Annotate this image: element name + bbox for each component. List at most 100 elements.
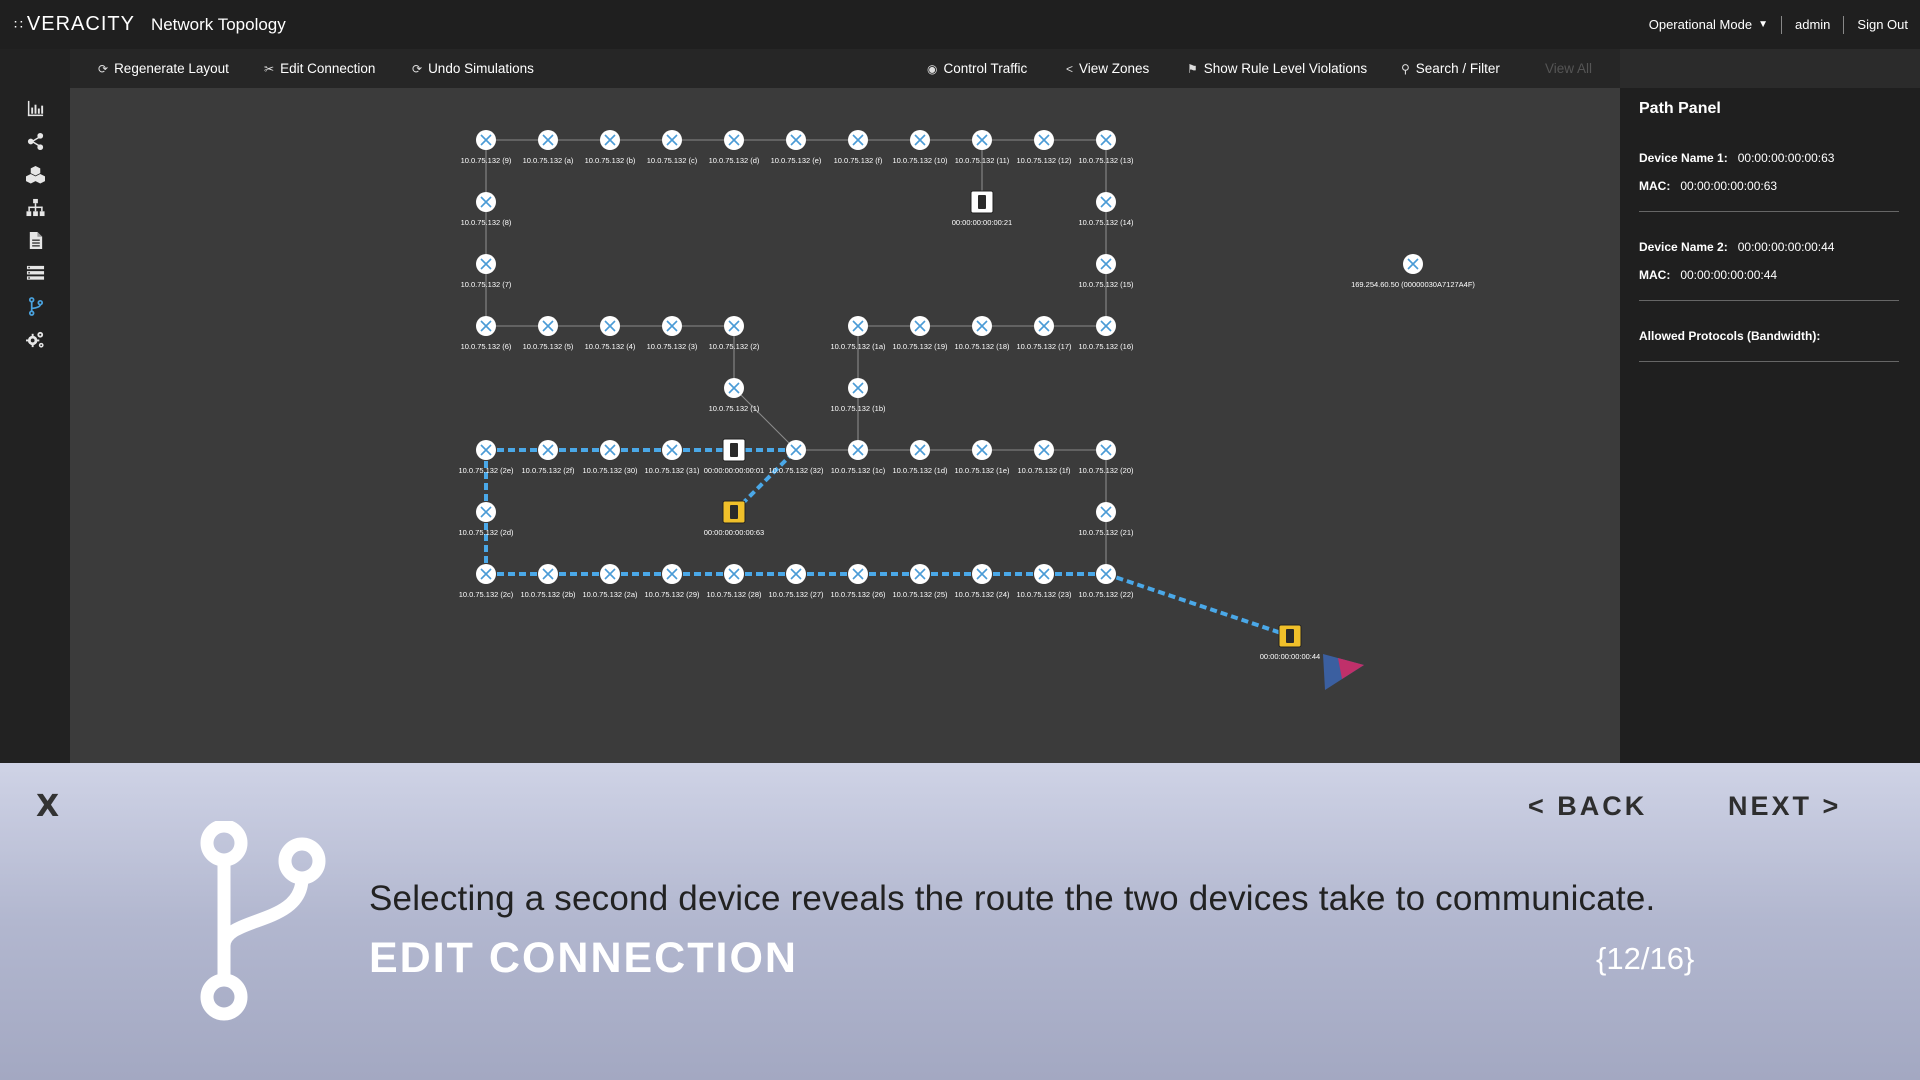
node-label: 10.0.75.132 (4) — [585, 342, 636, 351]
switch-node[interactable]: 10.0.75.132 (3) — [647, 316, 698, 351]
edit-connection-button[interactable]: ✂ Edit Connection — [264, 49, 375, 88]
switch-node[interactable]: 10.0.75.132 (13) — [1078, 130, 1134, 165]
switch-node[interactable]: 10.0.75.132 (19) — [892, 316, 948, 351]
search-filter-label: Search / Filter — [1415, 61, 1500, 76]
switch-node[interactable]: 10.0.75.132 (21) — [1078, 502, 1134, 537]
switch-node[interactable]: 10.0.75.132 (2d) — [458, 502, 514, 537]
switch-node[interactable]: 10.0.75.132 (20) — [1078, 440, 1134, 475]
switch-node[interactable]: 10.0.75.132 (7) — [461, 254, 512, 289]
node-label: 10.0.75.132 (2d) — [458, 528, 514, 537]
share-icon — [27, 132, 43, 151]
links-layer — [485, 139, 1107, 574]
switch-node[interactable]: 10.0.75.132 (16) — [1078, 316, 1134, 351]
switch-node[interactable]: 10.0.75.132 (4) — [585, 316, 636, 351]
host-node[interactable]: 00:00:00:00:00:44 — [1260, 624, 1320, 661]
topology-canvas[interactable]: 10.0.75.132 (9) 10.0.75.132 (a) 10.0.75.13… — [70, 88, 1620, 763]
switch-node[interactable]: 10.0.75.132 (2f) — [522, 440, 575, 475]
switch-node[interactable]: 10.0.75.132 (2e) — [458, 440, 514, 475]
switch-node[interactable]: 10.0.75.132 (30) — [582, 440, 638, 475]
switch-node[interactable]: 10.0.75.132 (5) — [523, 316, 574, 351]
switch-node[interactable]: 10.0.75.132 (24) — [954, 564, 1010, 599]
switch-cross-icon — [852, 568, 864, 580]
sidebar-item-analytics[interactable] — [0, 92, 70, 125]
tutorial-back-button[interactable]: < BACK — [1528, 791, 1648, 821]
switch-node[interactable]: 10.0.75.132 (1b) — [830, 378, 886, 413]
host-node[interactable]: 00:00:00:00:00:01 — [704, 438, 764, 475]
switch-node[interactable]: 10.0.75.132 (a) — [523, 130, 574, 165]
switch-node[interactable]: 10.0.75.132 (1e) — [954, 440, 1010, 475]
control-traffic-button[interactable]: ◉ Control Traffic — [927, 49, 1027, 88]
view-all-button[interactable]: View All — [1545, 49, 1592, 88]
switch-node[interactable]: 10.0.75.132 (11) — [955, 130, 1010, 165]
node-label: 10.0.75.132 (5) — [523, 342, 574, 351]
switch-node[interactable]: 10.0.75.132 (26) — [830, 564, 886, 599]
switch-node[interactable]: 10.0.75.132 (23) — [1016, 564, 1072, 599]
switch-node[interactable]: 10.0.75.132 (b) — [585, 130, 636, 165]
host-node[interactable]: 00:00:00:00:00:63 — [704, 500, 764, 537]
regenerate-layout-button[interactable]: ⟳ Regenerate Layout — [98, 49, 229, 88]
switch-node[interactable]: 10.0.75.132 (29) — [644, 564, 700, 599]
switch-node[interactable]: 169.254.60.50 (00000030A7127A4F) — [1351, 254, 1475, 289]
switch-node[interactable]: 10.0.75.132 (14) — [1078, 192, 1134, 227]
switch-cross-icon — [480, 568, 492, 580]
switch-cross-icon — [1038, 568, 1050, 580]
undo-simulations-label: Undo Simulations — [428, 61, 534, 76]
switch-node[interactable]: 10.0.75.132 (27) — [768, 564, 824, 599]
operational-mode-dropdown[interactable]: Operational Mode ▼ — [1649, 17, 1768, 32]
switch-node[interactable]: 10.0.75.132 (25) — [892, 564, 948, 599]
switch-cross-icon — [976, 568, 988, 580]
sidebar-item-settings[interactable] — [0, 323, 70, 356]
switch-cross-icon — [852, 320, 864, 332]
switch-node[interactable]: 10.0.75.132 (1c) — [831, 440, 886, 475]
sign-out-link[interactable]: Sign Out — [1857, 17, 1908, 32]
switch-node[interactable]: 10.0.75.132 (1f) — [1018, 440, 1071, 475]
switch-node[interactable]: 10.0.75.132 (2b) — [520, 564, 576, 599]
switch-node[interactable]: 10.0.75.132 (8) — [461, 192, 512, 227]
device-name-1-row: Device Name 1:00:00:00:00:00:63 — [1639, 151, 1900, 165]
switch-node[interactable]: 10.0.75.132 (2c) — [459, 564, 514, 599]
undo-simulations-button[interactable]: ⟳ Undo Simulations — [412, 49, 534, 88]
sidebar-item-share[interactable] — [0, 125, 70, 158]
switch-node[interactable]: 10.0.75.132 (f) — [834, 130, 883, 165]
sidebar-item-reports[interactable] — [0, 224, 70, 257]
tutorial-next-button[interactable]: NEXT > — [1728, 791, 1842, 821]
sidebar-item-edit-connection[interactable] — [0, 290, 70, 323]
switch-node[interactable]: 10.0.75.132 (1d) — [892, 440, 948, 475]
topology-graph[interactable]: 10.0.75.132 (9) 10.0.75.132 (a) 10.0.75.13… — [70, 88, 1620, 763]
switch-cross-icon — [666, 320, 678, 332]
switch-node[interactable]: 10.0.75.132 (28) — [706, 564, 762, 599]
node-label: 10.0.75.132 (15) — [1078, 280, 1134, 289]
user-menu[interactable]: admin — [1794, 17, 1831, 32]
bar-chart-icon — [27, 100, 43, 117]
switch-node[interactable]: 10.0.75.132 (12) — [1016, 130, 1072, 165]
switch-node[interactable]: 10.0.75.132 (d) — [709, 130, 760, 165]
view-zones-button[interactable]: < View Zones — [1066, 49, 1149, 88]
switch-node[interactable]: 10.0.75.132 (9) — [461, 130, 512, 165]
switch-node[interactable]: 10.0.75.132 (32) — [768, 440, 824, 475]
switch-node[interactable]: 10.0.75.132 (c) — [647, 130, 698, 165]
veracity-logo[interactable]: ∷ VERACITY — [14, 13, 135, 36]
switch-node[interactable]: 10.0.75.132 (2a) — [582, 564, 638, 599]
show-rule-level-violations-button[interactable]: ⚑ Show Rule Level Violations — [1187, 49, 1367, 88]
node-label: 10.0.75.132 (29) — [644, 590, 700, 599]
switch-node[interactable]: 10.0.75.132 (22) — [1078, 564, 1134, 599]
sidebar-item-zones[interactable] — [0, 158, 70, 191]
sidebar-item-inventory[interactable] — [0, 257, 70, 290]
sidebar-item-hierarchy[interactable] — [0, 191, 70, 224]
switch-cross-icon — [480, 196, 492, 208]
switch-node[interactable]: 10.0.75.132 (2) — [709, 316, 760, 351]
switch-cross-icon — [480, 134, 492, 146]
switch-node[interactable]: 10.0.75.132 (1) — [709, 378, 760, 413]
switch-node[interactable]: 10.0.75.132 (18) — [954, 316, 1010, 351]
switch-node[interactable]: 10.0.75.132 (1a) — [830, 316, 886, 351]
list-icon — [26, 265, 44, 280]
tutorial-close-button[interactable]: X — [36, 789, 60, 824]
switch-node[interactable]: 10.0.75.132 (e) — [771, 130, 822, 165]
switch-node[interactable]: 10.0.75.132 (15) — [1078, 254, 1134, 289]
switch-node[interactable]: 10.0.75.132 (31) — [644, 440, 700, 475]
switch-node[interactable]: 10.0.75.132 (6) — [461, 316, 512, 351]
search-filter-button[interactable]: ⚲ Search / Filter — [1401, 49, 1500, 88]
switch-node[interactable]: 10.0.75.132 (17) — [1016, 316, 1072, 351]
host-node[interactable]: 00:00:00:00:00:21 — [952, 190, 1012, 227]
switch-node[interactable]: 10.0.75.132 (10) — [892, 130, 948, 165]
